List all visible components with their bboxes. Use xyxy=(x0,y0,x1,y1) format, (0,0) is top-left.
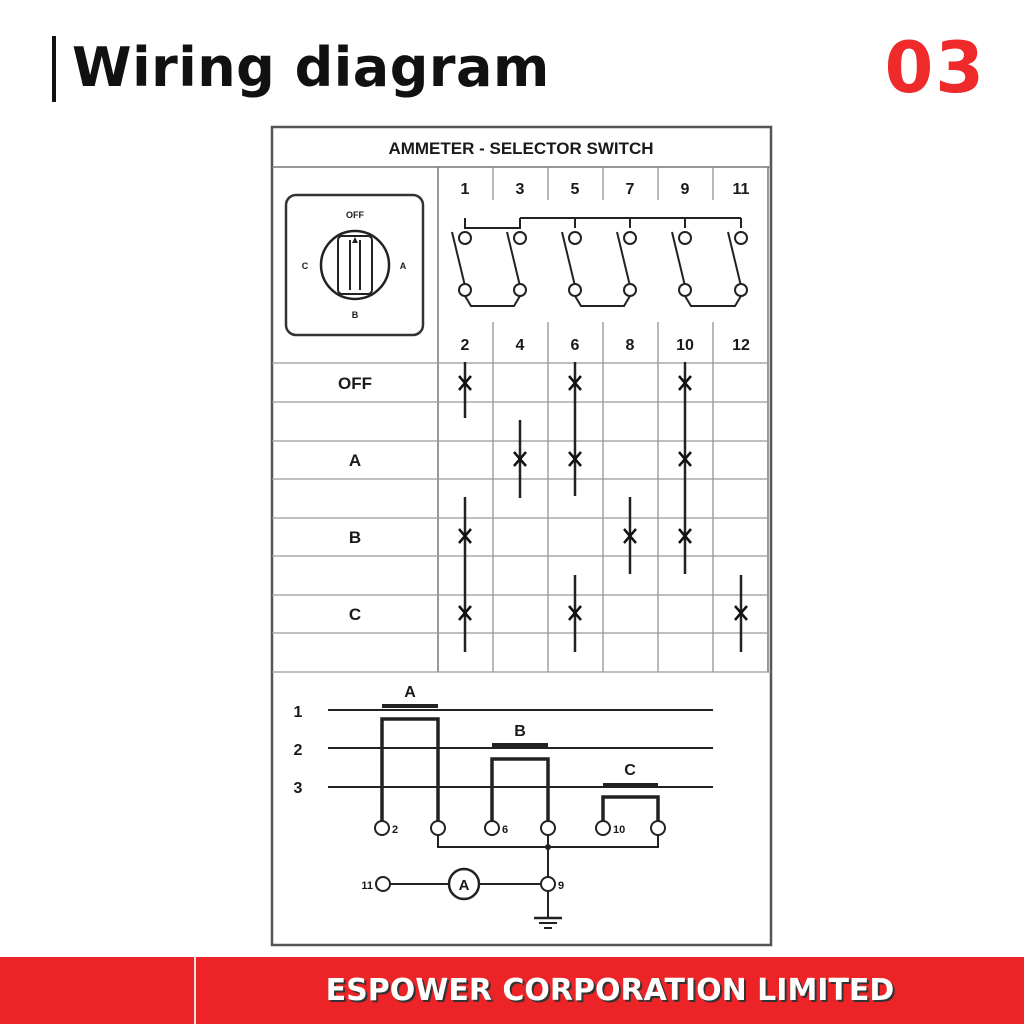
line-label: 2 xyxy=(294,742,303,759)
footer-company-name: ESPOWER CORPORATION LIMITED xyxy=(325,973,895,1008)
dial-label-c: C xyxy=(302,261,309,271)
table-title: AMMETER - SELECTOR SWITCH xyxy=(388,139,653,158)
circuit-diagram: 1 2 3 A B C 2 6 xyxy=(294,684,713,929)
bottom-terminal-label: 2 xyxy=(461,337,470,354)
terminal-label: 11 xyxy=(361,880,373,892)
line-label: 3 xyxy=(294,780,303,797)
row-label-a: A xyxy=(349,451,361,470)
terminal-label: 10 xyxy=(613,824,625,836)
page-number: 03 xyxy=(884,27,986,109)
top-terminal-label: 1 xyxy=(461,181,470,198)
terminal-label: 2 xyxy=(392,824,398,836)
top-terminal-label: 3 xyxy=(516,181,525,198)
bottom-terminal-label: 8 xyxy=(626,337,635,354)
dial-label-off: OFF xyxy=(346,210,364,220)
contact-markers xyxy=(458,375,748,621)
bottom-terminal-label: 10 xyxy=(676,337,694,354)
top-terminal-label: 7 xyxy=(626,181,635,198)
row-label-off: OFF xyxy=(338,374,372,393)
ct-label-c: C xyxy=(624,762,636,779)
bottom-terminal-label: 6 xyxy=(571,337,580,354)
footer-divider xyxy=(194,957,196,1024)
switch-contacts xyxy=(451,217,748,307)
page-title: Wiring diagram xyxy=(72,36,550,99)
dial-label-b: B xyxy=(352,310,359,320)
bottom-terminal-label: 4 xyxy=(516,337,525,354)
bottom-terminal-label: 12 xyxy=(732,337,750,354)
column-dividers xyxy=(492,167,714,672)
top-terminal-label: 9 xyxy=(681,181,690,198)
selector-dial: OFF A B C xyxy=(284,193,425,337)
title-accent-bar xyxy=(52,36,56,102)
dial-label-a: A xyxy=(400,261,407,271)
terminal-label: 9 xyxy=(558,880,564,892)
terminal-label: 6 xyxy=(502,824,508,836)
ammeter-icon xyxy=(447,867,481,901)
top-terminal-label: 11 xyxy=(733,181,750,198)
ct-label-b: B xyxy=(514,723,526,740)
row-label-c: C xyxy=(349,605,361,624)
ct-label-a: A xyxy=(404,684,416,701)
line-label: 1 xyxy=(294,704,303,721)
top-terminal-label: 5 xyxy=(571,181,580,198)
row-label-b: B xyxy=(349,528,361,547)
footer-bar xyxy=(0,957,1024,1024)
ammeter-label: A xyxy=(459,877,470,894)
